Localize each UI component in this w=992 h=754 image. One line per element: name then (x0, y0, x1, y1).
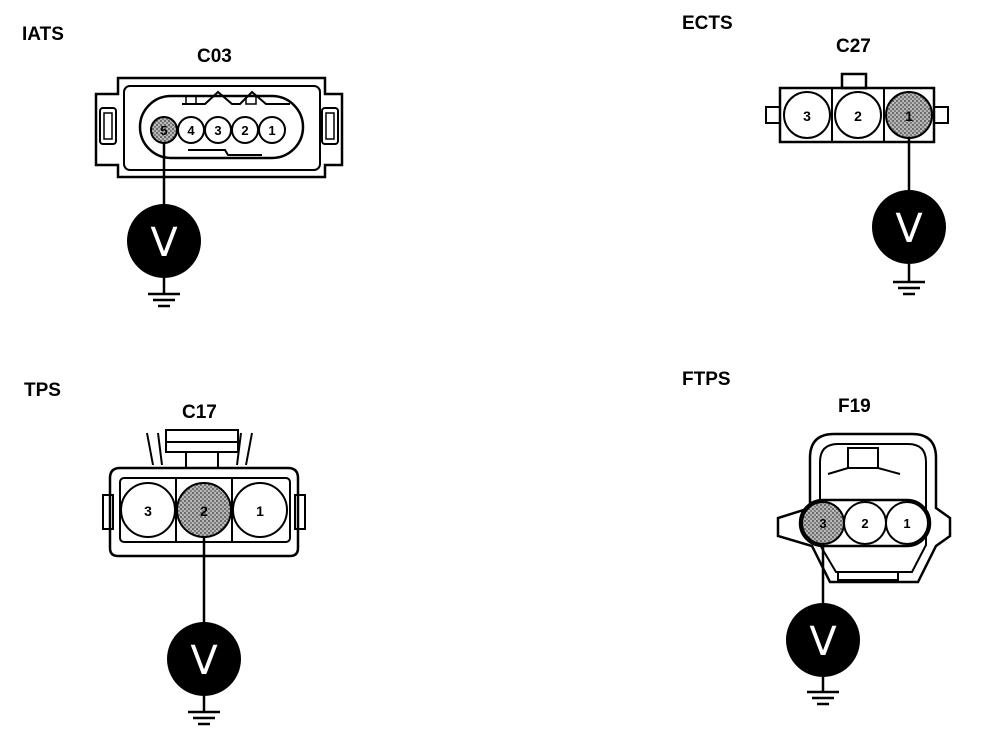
tps-panel: TPS C17 3 2 (24, 380, 306, 726)
tps-pin-1: 1 (232, 482, 288, 538)
tps-connector-label: C17 (182, 402, 217, 423)
tps-pin-3: 3 (120, 482, 176, 538)
tps-pins: 3 2 1 (120, 482, 288, 538)
svg-text:3: 3 (819, 516, 826, 531)
tps-voltmeter: V (167, 622, 241, 696)
ects-pin-3: 3 (783, 91, 831, 139)
ftps-pin-1: 1 (885, 501, 929, 545)
ects-pins: 3 2 1 (783, 91, 933, 139)
ects-sensor-label: ECTS (682, 13, 733, 34)
tps-sensor-label: TPS (24, 380, 61, 401)
iats-ground-icon (148, 278, 180, 308)
iats-connector-label: C03 (197, 46, 232, 67)
ftps-voltmeter: V (786, 603, 860, 677)
svg-text:3: 3 (803, 108, 811, 124)
svg-text:4: 4 (187, 123, 195, 138)
ects-pin-1: 1 (885, 91, 933, 139)
iats-pin-2: 2 (231, 116, 259, 144)
ects-panel: ECTS C27 3 2 1 (682, 13, 949, 296)
ects-pin-2: 2 (834, 91, 882, 139)
svg-text:1: 1 (268, 123, 275, 138)
iats-voltmeter: V (127, 204, 201, 278)
svg-text:2: 2 (241, 123, 248, 138)
svg-text:1: 1 (905, 108, 913, 124)
tps-ground-icon (188, 696, 220, 726)
svg-text:3: 3 (144, 503, 152, 519)
svg-text:2: 2 (861, 516, 868, 531)
iats-voltmeter-symbol: V (150, 220, 178, 266)
ftps-panel: FTPS F19 3 2 1 (682, 369, 952, 706)
svg-text:1: 1 (256, 503, 264, 519)
svg-text:5: 5 (160, 123, 167, 138)
iats-connector-body (94, 76, 344, 179)
ects-connector-body (765, 72, 949, 144)
iats-pin-4: 4 (177, 116, 205, 144)
svg-text:2: 2 (200, 503, 208, 519)
iats-pin-5: 5 (150, 116, 178, 144)
tps-voltmeter-symbol: V (190, 638, 218, 684)
ftps-voltmeter-symbol: V (809, 619, 837, 665)
svg-text:1: 1 (903, 516, 910, 531)
svg-text:2: 2 (854, 108, 862, 124)
iats-pin-1: 1 (258, 116, 286, 144)
ects-ground-icon (893, 264, 925, 296)
svg-text:3: 3 (214, 123, 221, 138)
ects-connector-label: C27 (836, 36, 871, 57)
ftps-pins: 3 2 1 (801, 501, 929, 545)
ftps-ground-icon (807, 677, 839, 706)
ftps-sensor-label: FTPS (682, 369, 731, 390)
tps-pin-2: 2 (176, 482, 232, 538)
iats-pin-3: 3 (204, 116, 232, 144)
ftps-pin-2: 2 (843, 501, 887, 545)
ftps-pin-3: 3 (801, 501, 845, 545)
iats-sensor-label: IATS (22, 24, 64, 45)
ects-voltmeter-symbol: V (895, 206, 923, 252)
ects-voltmeter: V (872, 190, 946, 264)
iats-pins: 5 4 3 2 1 (150, 116, 286, 144)
iats-panel: IATS C03 5 (22, 24, 344, 308)
ftps-connector-label: F19 (838, 396, 871, 417)
